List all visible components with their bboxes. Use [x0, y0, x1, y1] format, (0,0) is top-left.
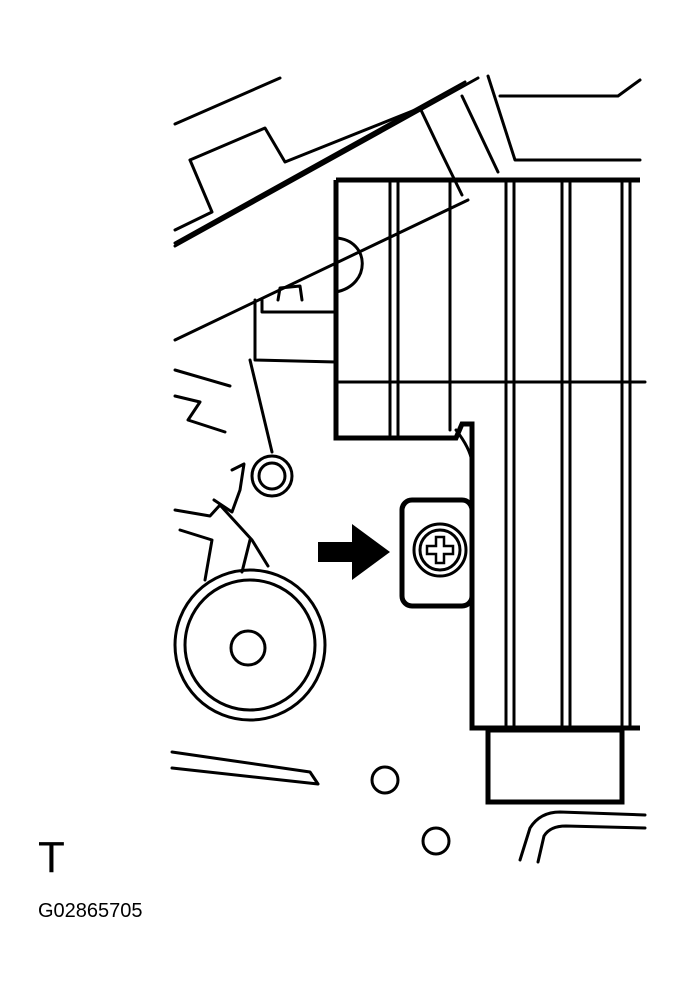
round-cam	[173, 528, 327, 722]
cam-center-hole	[229, 629, 267, 667]
left-mechanism	[173, 284, 338, 568]
small-ring	[250, 454, 294, 498]
upper-bracket	[173, 74, 642, 342]
phillips-screw-icon	[412, 522, 468, 578]
arrow-right-icon	[318, 524, 390, 580]
small-hole	[421, 826, 451, 856]
main-housing	[333, 177, 647, 731]
screw-bracket	[399, 497, 475, 609]
small-hole	[370, 765, 400, 795]
figure-code: G02865705	[38, 900, 143, 922]
bottom-parts	[170, 750, 647, 864]
lower-block	[485, 727, 625, 805]
corner-mark: T	[38, 833, 65, 882]
